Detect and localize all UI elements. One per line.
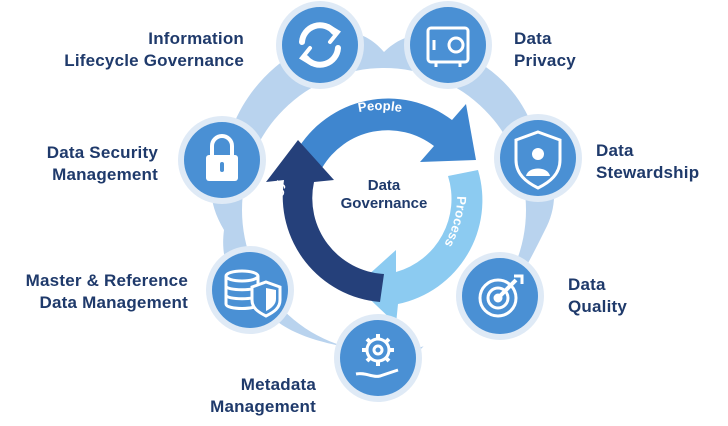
label-data-stewardship: Data Stewardship — [596, 141, 700, 182]
label-data-security-management: Data Security Management — [46, 143, 158, 184]
people-arrow — [296, 98, 476, 168]
node-data-stewardship — [494, 114, 582, 202]
shield-person-icon — [514, 130, 562, 190]
process-arrow — [356, 170, 483, 324]
gear-hand-icon — [355, 334, 399, 378]
label-metadata-management: Metadata Management — [210, 375, 316, 416]
node-data-security — [178, 116, 266, 204]
node-master-reference-data — [206, 246, 294, 334]
label-data-privacy: Data Privacy — [514, 29, 576, 70]
vault-icon — [426, 26, 470, 67]
node-metadata-management — [334, 314, 422, 402]
center-title-line2: Governance — [341, 195, 428, 212]
node-data-quality — [456, 252, 544, 340]
lock-icon — [206, 134, 238, 181]
target-icon — [478, 274, 524, 318]
label-data-quality: Data Quality — [568, 275, 628, 316]
cycle-arrows: People Technology Process Data Governanc… — [266, 98, 483, 324]
node-data-privacy — [404, 1, 492, 89]
center-title-line1: Data — [368, 177, 401, 194]
label-information-lifecycle-governance: Information Lifecycle Governance — [64, 29, 244, 70]
people-arrow-label: People — [357, 98, 404, 115]
database-shield-icon — [224, 269, 282, 318]
technology-arrow — [266, 140, 384, 302]
refresh-icon — [299, 22, 341, 68]
node-information-lifecycle — [276, 1, 364, 89]
label-master-reference-data-management: Master & Reference Data Management — [25, 271, 188, 312]
